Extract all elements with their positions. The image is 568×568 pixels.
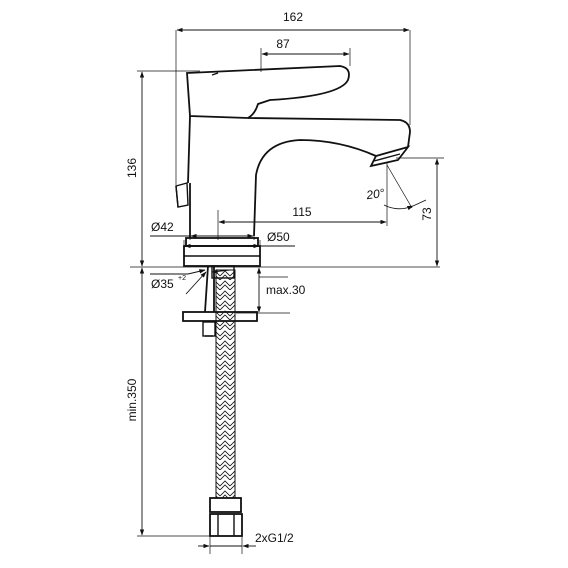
hole-tolerance-label: +2 (178, 275, 186, 282)
dimension-deck-thickness: max.30 (236, 267, 306, 314)
body-diameter-label: Ø42 (151, 220, 174, 234)
dimension-hole-diameter: Ø35 +2 (150, 269, 231, 295)
deck-thickness-label: max.30 (266, 283, 306, 297)
dimension-spout-angle: 20° (364, 164, 427, 211)
dimension-base-diameter: Ø50 (183, 230, 295, 250)
height-label: 136 (125, 158, 139, 178)
spout-reach-label: 115 (292, 205, 311, 219)
dimension-overall-width: 162 (175, 10, 411, 185)
dimension-lever-length: 87 (260, 37, 351, 72)
braided-hose (209, 269, 243, 537)
hose-connection-label: 2xG1/2 (255, 531, 294, 545)
overall-width-label: 162 (283, 10, 303, 24)
hose-length-label: min.350 (125, 378, 139, 421)
dimension-body-diameter: Ø42 (150, 220, 255, 240)
dimension-hose-connection: 2xG1/2 (198, 531, 294, 554)
base-diameter-label: Ø50 (267, 230, 290, 244)
faucet-body (175, 65, 411, 238)
dimension-spout-height: 73 (396, 157, 444, 267)
dimension-hose-length: min.350 (125, 267, 212, 537)
hole-diameter-label: Ø35 (151, 277, 174, 291)
dimension-height: 136 (125, 70, 440, 268)
dimension-spout-reach: 115 (217, 162, 388, 240)
spout-angle-label: 20° (364, 186, 385, 203)
spout-height-label: 73 (420, 207, 434, 221)
lever-length-label: 87 (276, 37, 290, 51)
